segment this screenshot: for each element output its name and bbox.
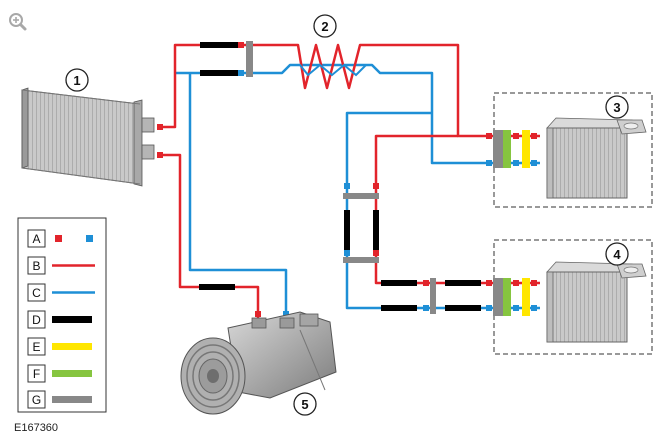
- expansion-valve-coil-blue: [290, 63, 372, 77]
- condenser: [21, 87, 155, 187]
- legend-row-b: B: [27, 256, 95, 275]
- red-service-ports: [157, 42, 537, 317]
- connectors: [246, 41, 503, 316]
- yellow-seals: [522, 130, 530, 316]
- figure-reference: E167360: [14, 422, 58, 434]
- green-seals: [503, 130, 511, 316]
- legend-row-c: C: [27, 283, 95, 302]
- callout-1: 1: [65, 68, 89, 92]
- blue-service-ports: [238, 70, 537, 317]
- svg-text:4: 4: [613, 247, 621, 262]
- front-evaporator: [546, 117, 647, 199]
- callout-3: 3: [605, 95, 629, 119]
- compressor: [180, 311, 337, 415]
- svg-text:2: 2: [321, 19, 328, 34]
- expansion-valve-coil: [290, 43, 366, 90]
- svg-text:5: 5: [301, 397, 308, 412]
- legend-row-g: G: [27, 390, 92, 409]
- hoses: [199, 42, 481, 311]
- callout-4: 4: [605, 242, 629, 266]
- magnifier-plus-icon[interactable]: [9, 13, 27, 31]
- legend-row-f: F: [27, 364, 92, 383]
- legend-row-a: A: [27, 229, 93, 248]
- callout-5: 5: [293, 392, 317, 416]
- svg-text:1: 1: [73, 73, 80, 88]
- legend: A B C D E F G: [17, 217, 107, 413]
- svg-text:E: E: [32, 340, 40, 354]
- svg-text:D: D: [32, 313, 41, 327]
- legend-row-e: E: [27, 337, 92, 356]
- svg-text:B: B: [32, 259, 40, 273]
- svg-text:3: 3: [613, 100, 620, 115]
- legend-row-d: D: [27, 310, 92, 329]
- rear-evaporator: [546, 261, 647, 343]
- svg-text:C: C: [32, 286, 41, 300]
- svg-text:A: A: [32, 232, 40, 246]
- callout-2: 2: [313, 14, 337, 38]
- low-pressure-lines: [175, 63, 540, 318]
- svg-text:G: G: [32, 393, 41, 407]
- svg-text:F: F: [33, 367, 40, 381]
